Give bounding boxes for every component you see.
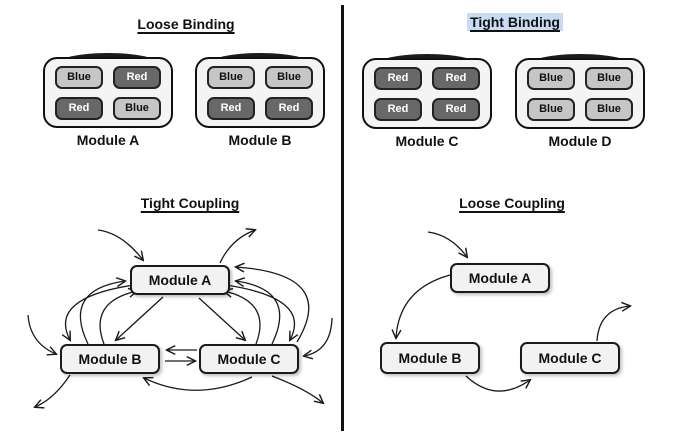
loose-coupling-arrows: [350, 231, 700, 392]
arrow-a-to-c-outer: [225, 284, 294, 340]
arrow-external-into-a: [427, 231, 467, 257]
module-c-label: Module C: [395, 133, 459, 149]
module-d-label: Module D: [548, 133, 612, 149]
arrow-b-external-out: [35, 374, 71, 407]
arrow-a-to-b-outer: [66, 284, 135, 340]
tight-coupling-section: Tight Coupling: [0, 190, 342, 438]
module-a-label: Module A: [76, 132, 140, 148]
loose-binding-title: Loose Binding: [137, 16, 235, 32]
binding-cell: Red: [374, 97, 422, 121]
binding-cell: Blue: [113, 96, 161, 120]
arrow-external-into-a: [97, 229, 143, 260]
tight-coupling-title: Tight Coupling: [140, 195, 240, 211]
module-b-container: Blue Blue Red Red: [195, 57, 325, 128]
binding-cell: Red: [265, 96, 313, 120]
arrow-external-into-c: [304, 317, 333, 356]
binding-cell: Red: [432, 66, 480, 90]
binding-cell: Blue: [585, 66, 633, 90]
highlighted-text: Tight Binding: [467, 13, 563, 31]
arrow-c-to-b-bottom-arc: [144, 376, 253, 391]
arrow-external-into-b: [27, 314, 56, 354]
loose-coupling-module-b: Module B: [380, 342, 480, 374]
module-c-container: Red Red Red Red: [362, 58, 492, 129]
binding-cell: Red: [113, 65, 161, 89]
arrow-b-to-c: [465, 375, 530, 392]
binding-cell: Red: [432, 97, 480, 121]
binding-cell: Red: [207, 96, 255, 120]
binding-cell: Red: [374, 66, 422, 90]
module-d-container: Blue Blue Blue Blue: [515, 58, 645, 129]
arrow-c-to-a-2: [224, 291, 261, 345]
binding-cell: Blue: [55, 65, 103, 89]
vertical-divider: [341, 5, 344, 431]
binding-cell: Blue: [527, 66, 575, 90]
arrow-c-to-a-outer-right: [236, 267, 310, 343]
arrow-c-external-out: [271, 375, 323, 403]
arrow-b-to-a-2: [99, 291, 137, 345]
arrow-a-to-b-straight: [116, 296, 164, 340]
arrow-a-to-b: [396, 274, 451, 338]
arrow-a-out-top-right: [219, 230, 255, 264]
loose-coupling-module-a: Module A: [450, 263, 550, 293]
binding-cell: Blue: [207, 65, 255, 89]
tight-binding-title: Tight Binding: [405, 13, 625, 31]
arrow-c-external-out: [596, 306, 630, 342]
tight-coupling-module-c: Module C: [199, 344, 299, 374]
loose-binding-section: Loose Binding Blue Red Red Blue Module A…: [0, 0, 342, 188]
binding-module-a: Blue Red Red Blue Module A: [43, 53, 173, 148]
loose-coupling-section: Loose Coupling Module A Module B Module …: [350, 190, 700, 438]
binding-cell: Blue: [527, 97, 575, 121]
module-a-container: Blue Red Red Blue: [43, 57, 173, 128]
tight-coupling-module-a: Module A: [130, 265, 230, 295]
arrow-a-to-c-straight: [198, 297, 245, 340]
tight-coupling-arrows: [27, 190, 333, 438]
binding-cell: Blue: [265, 65, 313, 89]
tight-binding-section: Tight Binding Red Red Red Red Module C B…: [350, 0, 700, 188]
binding-module-d: Blue Blue Blue Blue Module D: [515, 54, 645, 149]
binding-cell: Red: [55, 96, 103, 120]
binding-cell: Blue: [585, 97, 633, 121]
arrow-c-to-a-1: [236, 281, 281, 345]
tight-coupling-module-b: Module B: [60, 344, 160, 374]
arrow-b-to-a-1: [79, 281, 125, 345]
module-b-label: Module B: [228, 132, 292, 148]
binding-module-b: Blue Blue Red Red Module B: [195, 53, 325, 148]
binding-module-c: Red Red Red Red Module C: [362, 54, 492, 149]
loose-coupling-module-c: Module C: [520, 342, 620, 374]
loose-coupling-title: Loose Coupling: [459, 195, 565, 211]
